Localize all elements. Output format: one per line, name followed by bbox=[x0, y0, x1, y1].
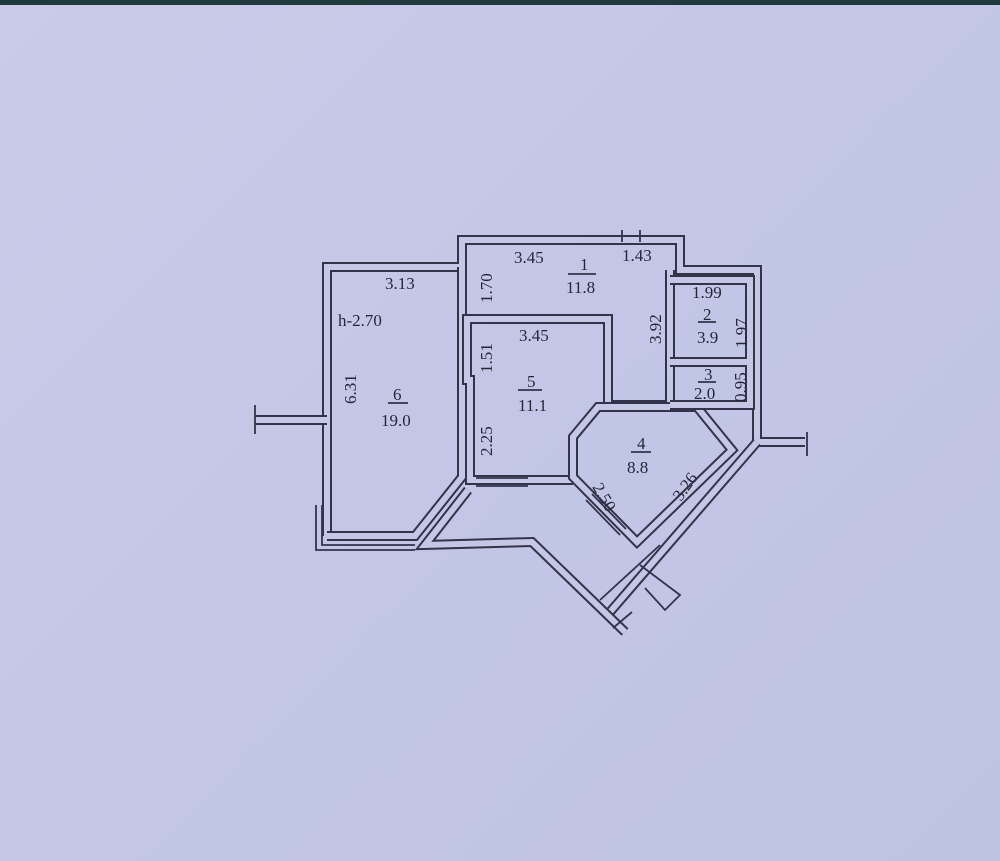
room1-dim-length: 3.92 bbox=[646, 314, 665, 344]
room5-area: 11.1 bbox=[518, 396, 547, 415]
room3-area: 2.0 bbox=[694, 384, 715, 403]
room1-number: 1 bbox=[580, 255, 589, 274]
room5-number: 5 bbox=[527, 372, 536, 391]
labels: h-2.70 3.13 6.31 6 19.0 3.45 1.43 1.70 3… bbox=[338, 246, 751, 515]
room2-dim-height: 1.97 bbox=[732, 318, 751, 348]
room6-number: 6 bbox=[393, 385, 402, 404]
top-bar bbox=[0, 0, 1000, 5]
room5-dim-width: 3.45 bbox=[519, 326, 549, 345]
room2-dim-width: 1.99 bbox=[692, 283, 722, 302]
room1-dim-width: 3.45 bbox=[514, 248, 544, 267]
walls bbox=[254, 230, 808, 636]
room6-dim-width: 3.13 bbox=[385, 274, 415, 293]
room4-area: 8.8 bbox=[627, 458, 648, 477]
room5-dim-upper: 1.51 bbox=[477, 343, 496, 373]
room4-number: 4 bbox=[637, 434, 646, 453]
room4-dim-side: 2.50 bbox=[589, 480, 620, 515]
room2-number: 2 bbox=[703, 305, 712, 324]
room5-dim-lower: 2.25 bbox=[477, 426, 496, 456]
ceiling-height-label: h-2.70 bbox=[338, 311, 382, 330]
room6-area: 19.0 bbox=[381, 411, 411, 430]
room3-number: 3 bbox=[704, 365, 713, 384]
room1-dim-height: 1.70 bbox=[477, 273, 496, 303]
room4-dim-diagonal: 3.26 bbox=[669, 469, 702, 504]
room1-dim-small: 1.43 bbox=[622, 246, 652, 265]
room6-dim-length: 6.31 bbox=[341, 374, 360, 404]
room1-area: 11.8 bbox=[566, 278, 595, 297]
room2-area: 3.9 bbox=[697, 328, 718, 347]
room3-dim: 0.95 bbox=[731, 372, 750, 402]
